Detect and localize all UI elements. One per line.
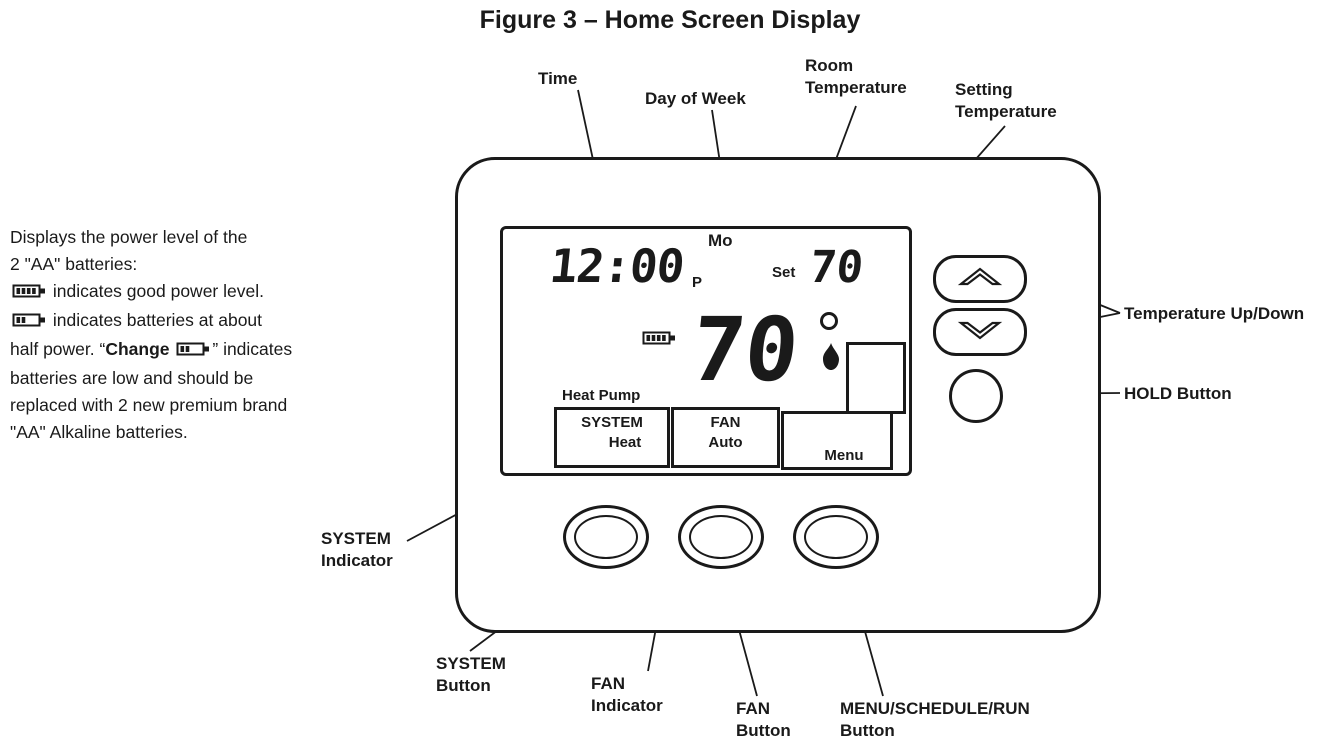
callout-time: Time — [538, 69, 578, 88]
battery-note-line: "AA" Alkaline batteries. — [10, 419, 430, 446]
battery-note-line: 2 "AA" batteries: — [10, 251, 430, 278]
callout-day-of-week: Day of Week — [645, 89, 746, 108]
note-text: 2 "AA" batteries: — [10, 254, 138, 274]
room-temperature-display: 70 — [686, 298, 804, 401]
flame-icon — [820, 342, 842, 377]
ampm-indicator: P — [692, 274, 703, 291]
battery-note-line: Displays the power level of the — [10, 224, 430, 251]
chevron-up-icon — [955, 264, 1005, 295]
battery-note-line: batteries are low and should be — [10, 365, 430, 392]
note-text-bold: Change — [105, 339, 175, 359]
menu-button-rim — [804, 515, 868, 559]
set-label: Set — [772, 264, 796, 281]
time-display: 12:00 — [547, 239, 687, 293]
system-button — [563, 505, 649, 569]
battery-note-line: half power. “Change ” indicates — [10, 336, 430, 365]
callout-temperature-up-down: Temperature Up/Down — [1124, 304, 1305, 323]
callout-system-indicator: SYSTEM Indicator — [321, 529, 393, 570]
menu-indicator-box: Menu — [781, 411, 893, 470]
note-text: half power. “ — [10, 339, 106, 359]
temp-down-button — [933, 308, 1027, 356]
note-text: replaced with 2 new premium brand — [10, 395, 288, 415]
note-text: "AA" Alkaline batteries. — [10, 422, 188, 442]
day-of-week-display: Mo — [708, 231, 733, 250]
fan-indicator-label: FAN — [710, 414, 741, 431]
callout-setting-temperature: Setting Temperature — [955, 80, 1057, 121]
callout-fan-button: FAN Button — [736, 699, 791, 740]
fan-mode-value: Auto — [708, 434, 743, 451]
system-mode-value: Heat — [608, 434, 642, 451]
system-indicator-box: SYSTEM Heat — [554, 407, 670, 468]
note-text: ” indicates — [212, 339, 293, 359]
temp-up-button — [933, 255, 1027, 303]
battery-note-line: replaced with 2 new premium brand — [10, 392, 430, 419]
callout-menu-button: MENU/SCHEDULE/RUN Button — [840, 699, 1030, 740]
system-button-rim — [574, 515, 638, 559]
callout-system-button: SYSTEM Button — [436, 654, 506, 695]
fan-indicator-box: FAN Auto — [671, 407, 780, 468]
note-text: indicates batteries at about — [48, 310, 263, 330]
fan-button — [678, 505, 764, 569]
hold-button — [949, 369, 1003, 423]
chevron-down-icon — [955, 317, 1005, 348]
battery-full-icon — [12, 280, 46, 307]
callout-hold-button: HOLD Button — [1124, 384, 1232, 403]
hold-indicator-box — [846, 342, 906, 414]
battery-note: Displays the power level of the 2 "AA" b… — [10, 224, 430, 446]
battery-full-icon — [642, 330, 676, 351]
battery-note-line: indicates good power level. — [10, 278, 430, 307]
set-temperature-display: 70 — [807, 242, 866, 293]
battery-note-line: indicates batteries at about — [10, 307, 430, 336]
degree-icon — [820, 312, 838, 330]
note-text: Displays the power level of the — [10, 227, 248, 247]
menu-label: Menu — [824, 447, 864, 464]
battery-half-icon — [176, 338, 210, 365]
system-indicator-label: SYSTEM — [581, 414, 643, 431]
battery-half-icon — [12, 309, 46, 336]
note-text: indicates good power level. — [48, 281, 264, 301]
heat-pump-label: Heat Pump — [562, 387, 641, 404]
figure-title: Figure 3 – Home Screen Display — [479, 6, 861, 34]
callout-fan-indicator: FAN Indicator — [591, 674, 663, 715]
note-text: batteries are low and should be — [10, 368, 254, 388]
menu-button — [793, 505, 879, 569]
callout-room-temperature: Room Temperature — [805, 56, 907, 97]
fan-button-rim — [689, 515, 753, 559]
